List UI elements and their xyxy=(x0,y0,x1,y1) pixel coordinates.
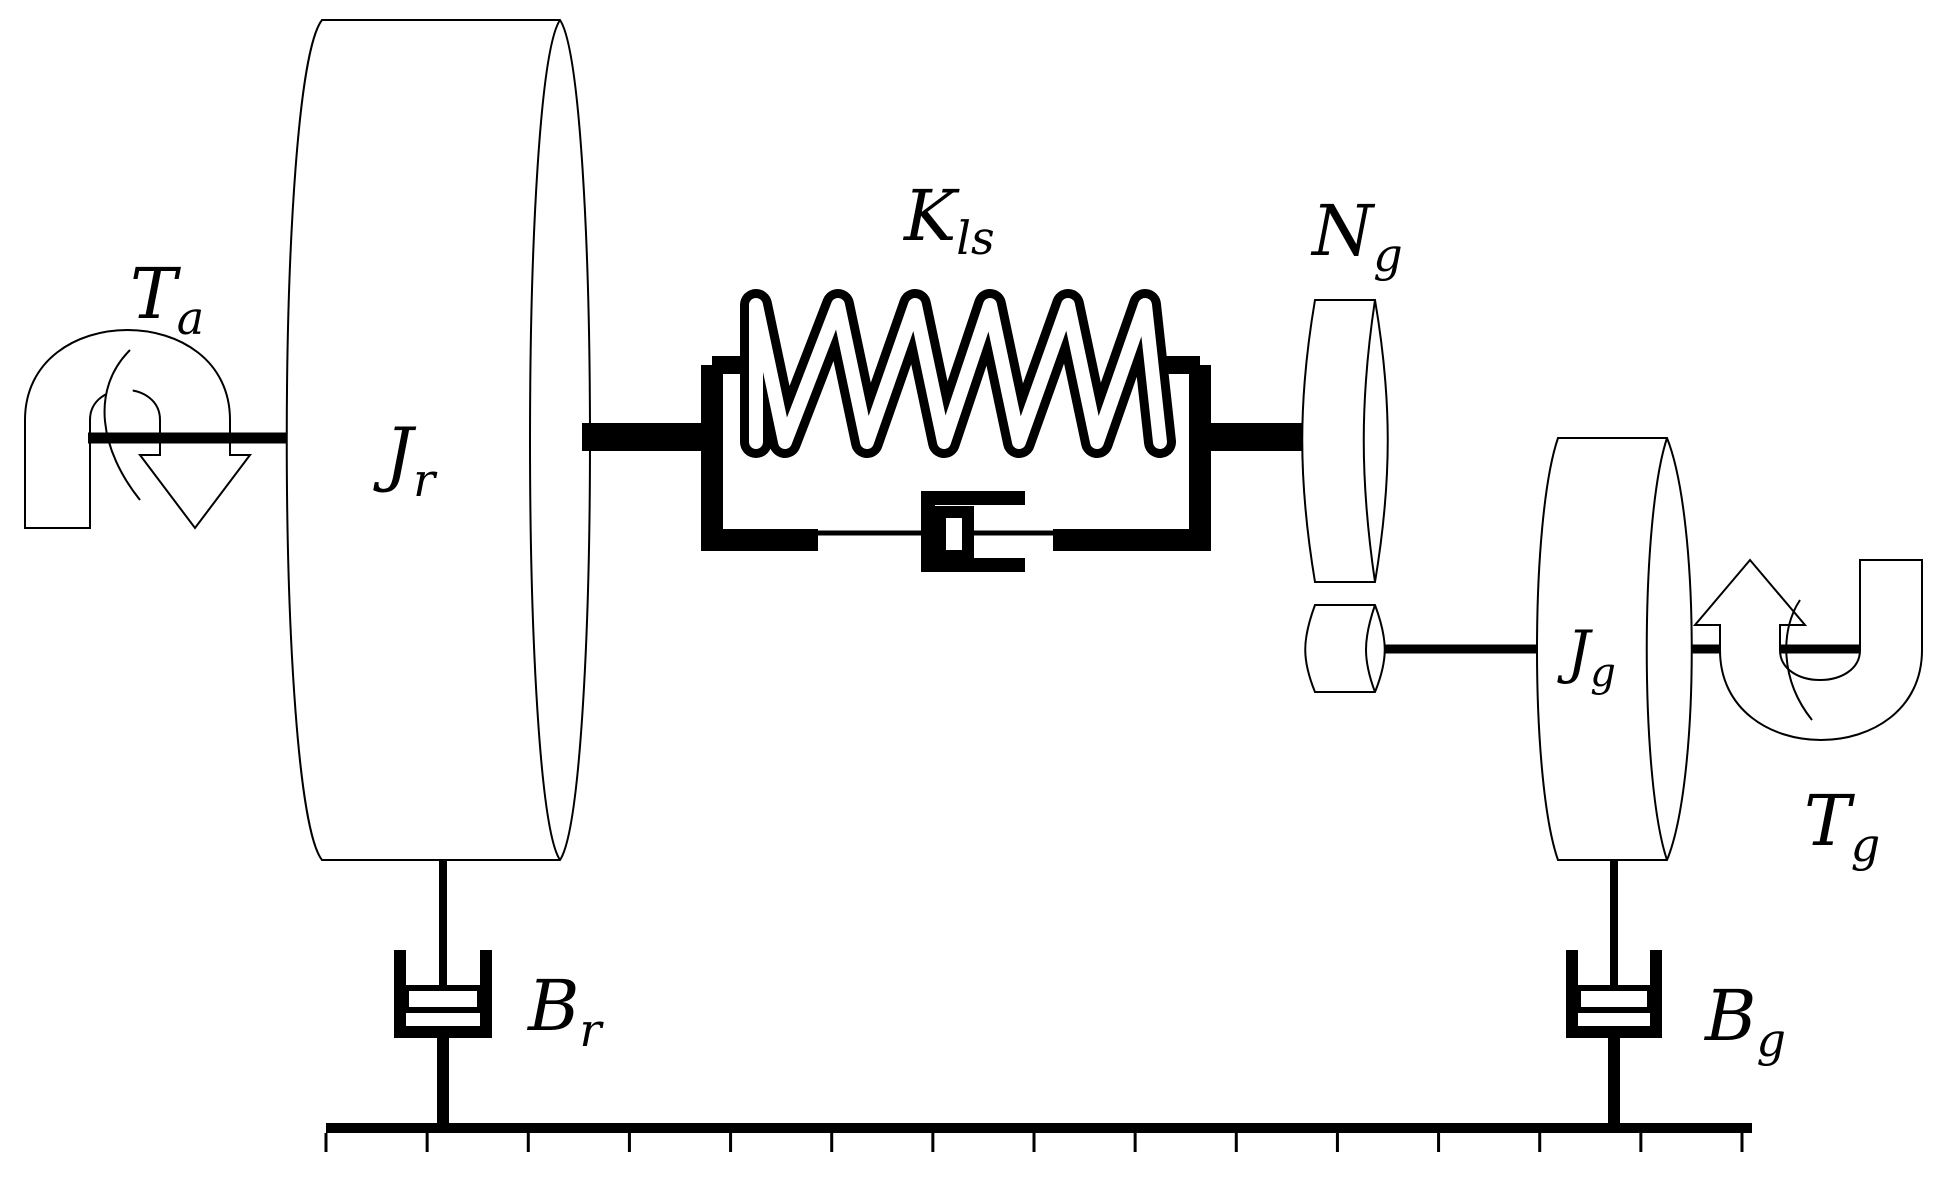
gear-ratio-label: Ng xyxy=(1310,190,1403,282)
shaft-stiffness-label: Kls xyxy=(902,175,995,265)
generator-damping-label: Bg xyxy=(1703,975,1786,1067)
gearbox xyxy=(1301,299,1389,693)
generator-damper xyxy=(1566,860,1662,1128)
rotor-damper xyxy=(394,860,492,1128)
generator-inertia-drum xyxy=(1536,437,1693,861)
aero-torque-label: Ta xyxy=(130,253,204,345)
aero-torque-arrow xyxy=(24,329,253,530)
rotor-damping-label: Br xyxy=(526,965,604,1057)
rotor-inertia-drum xyxy=(285,19,591,861)
shaft-spring-coil xyxy=(740,289,1176,458)
generator-inertia-label: Jg xyxy=(1557,618,1616,696)
generator-torque-label: Tg xyxy=(1804,780,1880,872)
generator-torque-arrow xyxy=(1692,558,1923,741)
ground xyxy=(324,1123,1752,1152)
shaft-spring-damper xyxy=(701,289,1211,572)
shaft-dashpot xyxy=(818,491,1053,572)
ground-hatches xyxy=(324,1133,1744,1152)
